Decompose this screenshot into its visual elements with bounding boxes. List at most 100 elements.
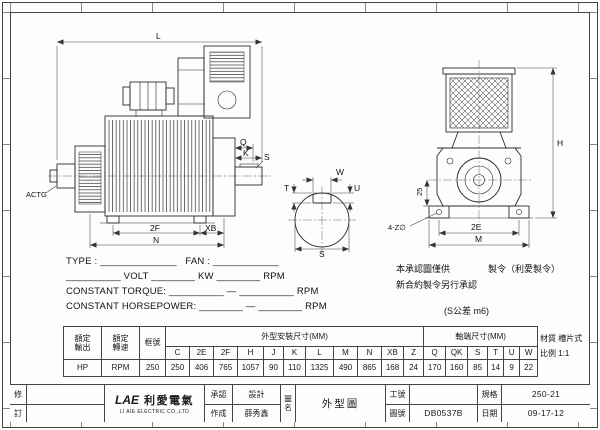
spec-line-volt-kw-rpm: __________ VOLT ________ KW ________ RPM — [66, 271, 285, 282]
dim-header-cell: L — [305, 346, 334, 360]
dim-header-cell: XB — [381, 346, 404, 360]
company-logo-cell: LAE 利愛電氣 LI AIE ELECTRIC CO.,LTD — [104, 385, 204, 422]
dim-value-cell: 250 — [165, 359, 190, 377]
note-bolt-holes: 4-Z∅ — [388, 223, 406, 232]
dim-value-cell: 168 — [381, 359, 404, 377]
revision-field-bottom — [26, 403, 104, 422]
scale-label: 比例 — [540, 349, 556, 359]
spec-value: 250-21 — [501, 385, 590, 404]
table-cell-speed-unit: RPM — [101, 359, 140, 377]
dim-header-cell: T — [487, 346, 505, 360]
table-header-shaft-dims: 軸端尺寸(MM) — [423, 326, 539, 347]
dim-header-cell: W — [519, 346, 539, 360]
dim-value-cell: 90 — [263, 359, 284, 377]
revision-label-bottom: 訂 — [10, 403, 26, 423]
dim-header-cell: S — [467, 346, 489, 360]
note-production-order: 製令（利愛製令） — [488, 264, 561, 274]
table-header-mounting-dims: 外型安裝尺寸(MM) — [164, 326, 425, 347]
dim-label-T: T — [284, 183, 289, 193]
date-value: 09-17-12 — [501, 403, 590, 422]
dim-value-cell: 1325 — [305, 359, 334, 377]
material-label: 材質 — [540, 334, 556, 343]
dimension-table: 額定 輸出 額定 轉速 框號 外型安裝尺寸(MM) 軸端尺寸(MM) C 2E … — [63, 326, 539, 377]
dim-value-cell: 14 — [487, 359, 505, 377]
dim-label-U: U — [354, 183, 360, 193]
end-view-dimensions: H 25 4-Z∅ 2E M — [388, 67, 563, 248]
table-cell-frame-value: 250 — [139, 359, 166, 377]
dim-label-2F: 2F — [150, 223, 160, 233]
maker-name: 薛秀鑫 — [232, 403, 280, 422]
dim-label-H: H — [557, 138, 563, 148]
dim-label-Q: Q — [240, 137, 247, 147]
dim-label-K: K — [243, 148, 249, 158]
frame-ticks-bottom — [10, 422, 590, 427]
frame-ticks-right — [590, 12, 597, 422]
dim-label-N: N — [153, 235, 159, 245]
job-number-value — [409, 385, 477, 404]
material-value: 槽片式 — [558, 334, 583, 343]
scale-value: 1:1 — [558, 349, 570, 359]
side-view-dimensions: L Q K S ACTG 2F XB N — [26, 31, 270, 248]
dim-value-cell: 1057 — [237, 359, 264, 377]
lae-logo: LAE — [115, 393, 139, 407]
company-name-cn: 利愛電氣 — [144, 395, 194, 407]
design-label: 設計 — [232, 385, 280, 404]
dim-header-cell: H — [237, 346, 264, 360]
dim-value-cell: 765 — [213, 359, 238, 377]
frame-ticks-left — [3, 12, 10, 422]
motor-outline-drawing: L Q K S ACTG 2F XB N — [26, 31, 563, 258]
dim-header-cell: M — [333, 346, 358, 360]
dim-value-cell: 24 — [402, 359, 425, 377]
dim-label-W: W — [336, 167, 344, 177]
material-scale-box: 材質 槽片式 比例 1:1 — [540, 331, 586, 361]
dim-value-cell: 170 — [423, 359, 447, 377]
dim-value-cell: 865 — [357, 359, 382, 377]
dim-value-cell: 110 — [283, 359, 306, 377]
dim-header-cell: 2E — [189, 346, 214, 360]
spec-line-constant-horsepower: CONSTANT HORSEPOWER: ________ — ________… — [66, 301, 327, 312]
dim-header-cell: QK — [445, 346, 469, 360]
dim-label-S-shaft: S — [264, 152, 270, 162]
dim-header-cell: C — [165, 346, 190, 360]
dim-label-L: L — [156, 31, 161, 41]
table-header-rated-speed: 額定 轉速 — [101, 326, 140, 360]
dim-value-cell: 22 — [519, 359, 539, 377]
drawing-title-label: 圖名 — [280, 385, 295, 422]
dim-label-M: M — [475, 234, 482, 244]
dim-header-cell: 2F — [213, 346, 238, 360]
drawing-title: 外型圖 — [295, 385, 385, 422]
shaft-end-view: W U T S — [284, 167, 360, 258]
dim-value-cell: 490 — [333, 359, 358, 377]
revision-field-top — [26, 385, 104, 404]
frame-ticks-top — [10, 3, 590, 12]
dim-label-25: 25 — [415, 188, 424, 196]
dim-header-cell: N — [357, 346, 382, 360]
spec-line-type-fan: TYPE : ______________ FAN : ____________ — [66, 256, 279, 267]
revision-label-top: 修 — [14, 389, 22, 399]
table-header-rated-output: 額定 輸出 — [63, 326, 102, 360]
drawing-number-value: DB0537B — [409, 403, 477, 422]
dim-value-cell: 406 — [189, 359, 214, 377]
dim-header-cell: U — [503, 346, 521, 360]
dim-value-cell: 9 — [503, 359, 521, 377]
note-approval-1: 本承認圖僅供 — [396, 264, 451, 274]
dim-header-cell: Q — [423, 346, 447, 360]
dim-header-cell: K — [283, 346, 306, 360]
approve-label: 承認 — [204, 385, 232, 404]
note-approval-2: 新合約製令另行承認 — [396, 280, 478, 290]
drawing-number-label: 圖號 — [385, 403, 409, 422]
motor-end-view — [425, 60, 533, 222]
job-number-label: 工號 — [385, 385, 409, 404]
motor-side-view — [48, 45, 272, 224]
title-block: 修 LAE 利愛電氣 LI AIE ELECTRIC CO.,LTD 承認 設計… — [10, 384, 590, 422]
dim-label-XB: XB — [205, 223, 217, 233]
label-actg: ACTG — [26, 190, 47, 199]
date-label: 日期 — [477, 403, 501, 422]
dim-header-cell: Z — [402, 346, 425, 360]
dim-label-S-front: S — [319, 249, 325, 258]
table-header-frame-no: 框號 — [139, 326, 166, 360]
company-name-en: LI AIE ELECTRIC CO.,LTD — [119, 409, 190, 415]
note-shaft-tolerance: (S公差 m6) — [444, 306, 490, 316]
